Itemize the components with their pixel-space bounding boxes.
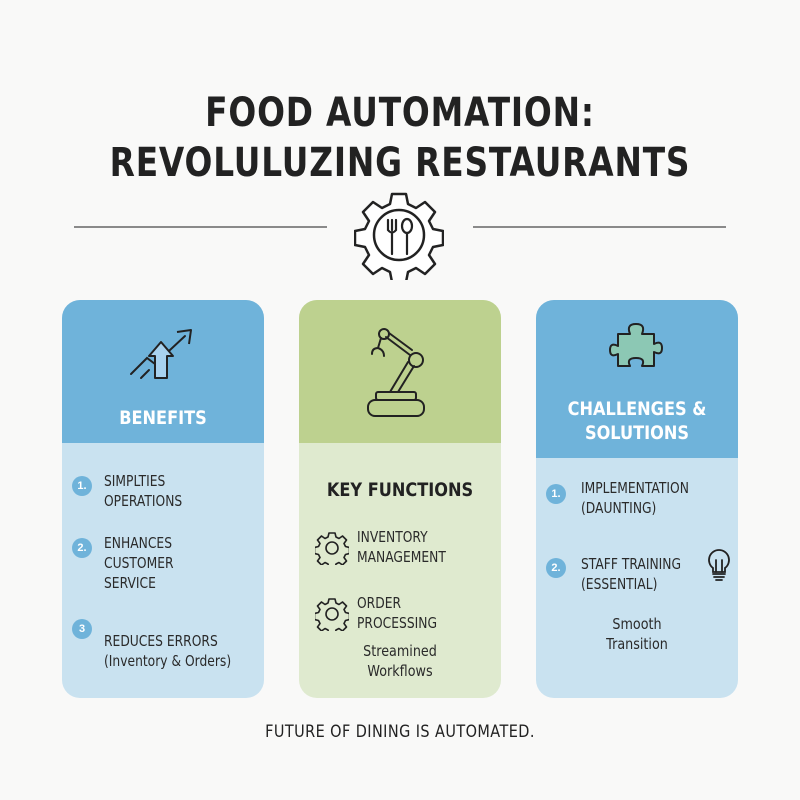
challenges-title: CHALLENGES & SOLUTIONS bbox=[567, 398, 707, 444]
challenge-text: STAFF TRAINING (ESSENTIAL) bbox=[581, 555, 682, 593]
function-text: INVENTORY MANAGEMENT bbox=[357, 528, 446, 566]
key-functions-header bbox=[299, 300, 501, 443]
divider-right bbox=[473, 226, 726, 228]
robotic-arm-icon bbox=[367, 328, 425, 417]
benefit-text: SIMPLTIES OPERATIONS bbox=[104, 472, 183, 510]
key-functions-card: KEY FUNCTIONS INVENTORY MANAGEMENT ORDER… bbox=[299, 300, 501, 698]
number-badge: 2. bbox=[72, 538, 92, 558]
gear-icon bbox=[315, 598, 349, 631]
number-badge: 2. bbox=[546, 558, 566, 578]
benefit-text: ENHANCES CUSTOMER SERVICE bbox=[104, 534, 174, 592]
number-badge: 1. bbox=[72, 476, 92, 496]
benefit-text: REDUCES ERRORS (Inventory & Orders) bbox=[104, 611, 231, 691]
key-functions-title: KEY FUNCTIONS bbox=[326, 479, 474, 501]
number-badge: 3 bbox=[72, 619, 92, 639]
benefits-title: BENEFITS bbox=[119, 407, 207, 429]
benefits-header: BENEFITS bbox=[62, 300, 264, 443]
gear-with-fork-spoon-icon bbox=[354, 192, 444, 280]
puzzle-piece-icon bbox=[609, 323, 663, 367]
lightbulb-icon bbox=[708, 549, 730, 581]
challenges-card: CHALLENGES & SOLUTIONS 1. IMPLEMENTATION… bbox=[536, 300, 738, 698]
benefits-card: BENEFITS 1. SIMPLTIES OPERATIONS 2. ENHA… bbox=[62, 300, 264, 698]
benefit-subtext: (Inventory & Orders) bbox=[104, 652, 232, 670]
number-badge: 1. bbox=[546, 484, 566, 504]
key-functions-note: Streamined Workflows bbox=[363, 642, 437, 680]
function-text: ORDER PROCESSING bbox=[357, 594, 437, 632]
upward-arrows-icon bbox=[130, 329, 192, 379]
title-line-2: REVOLULUZING RESTAURANTS bbox=[109, 140, 691, 186]
gear-icon bbox=[315, 532, 349, 565]
challenge-text: IMPLEMENTATION (DAUNTING) bbox=[581, 479, 689, 517]
footer-tagline: FUTURE OF DINING IS AUTOMATED. bbox=[265, 722, 535, 742]
page-title: FOOD AUTOMATION: REVOLULUZING RESTAURANT… bbox=[72, 88, 728, 188]
title-line-1: FOOD AUTOMATION: bbox=[205, 90, 595, 136]
divider-left bbox=[74, 226, 327, 228]
challenges-note: Smooth Transition bbox=[606, 615, 668, 653]
benefit-main: REDUCES ERRORS bbox=[104, 632, 218, 650]
challenges-header: CHALLENGES & SOLUTIONS bbox=[536, 300, 738, 458]
